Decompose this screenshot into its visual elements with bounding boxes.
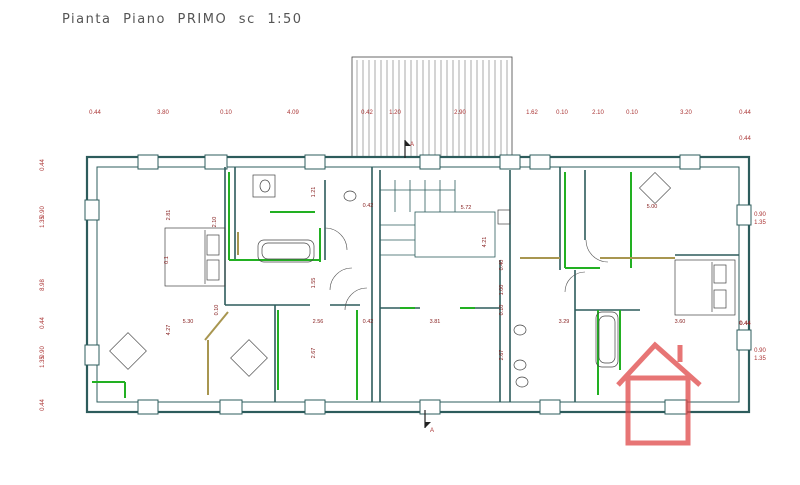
interior-dimension: 4.27: [166, 325, 172, 336]
dimension-labels: 0.44 3.80 0.10 4.09 0.42 1.20 2.90 1.62 0.10 2.10…: [40, 110, 766, 411]
plan-title: Pianta Piano PRIMO sc 1:50: [62, 12, 303, 27]
right-dimension: 0.44: [739, 321, 751, 327]
left-dimension: 8.98: [40, 279, 46, 291]
window-openings: [84, 154, 752, 415]
interior-dimension: 2.67: [499, 350, 505, 361]
armchairs: [109, 171, 672, 377]
svg-text:A: A: [410, 142, 414, 148]
svg-text:A: A: [430, 428, 434, 434]
terrace-hatch: [351, 56, 513, 158]
top-dimension: 2.10: [592, 110, 604, 116]
bathroom-fixtures: [252, 174, 619, 388]
interior-dimension: 0.1: [164, 256, 170, 264]
interior-dimension: 0.44: [740, 321, 751, 327]
interior-dimension: 5.72: [461, 205, 472, 211]
right-dimension: 1.35: [754, 220, 766, 226]
right-dimension: 0.44: [739, 136, 751, 142]
interior-dimension: 2.67: [311, 348, 317, 359]
interior-dimension: 1.00: [499, 285, 505, 296]
interior-dimension: 0.40: [499, 260, 505, 271]
outer-walls: [85, 155, 751, 414]
bed-left: [164, 227, 226, 287]
left-dimension: 0.90: [40, 206, 46, 218]
olive-partitions: [204, 232, 675, 395]
interior-dimension: 2.56: [313, 319, 324, 325]
section-markers: A A: [404, 140, 434, 434]
interior-dimension: 3.60: [675, 319, 686, 325]
top-dimension: 2.90: [454, 110, 466, 116]
interior-dimension: 0.42: [363, 203, 374, 209]
interior-dimension: 0.42: [363, 319, 374, 325]
interior-dimension: 2.81: [166, 210, 172, 221]
right-dimension: 0.90: [754, 348, 766, 354]
top-dimension: 0.44: [739, 110, 751, 116]
top-dimension: 0.10: [220, 110, 232, 116]
interior-dimension: 2.10: [212, 217, 218, 228]
left-dimension: 0.90: [40, 346, 46, 358]
top-dimension: 0.10: [556, 110, 568, 116]
staircase: [380, 180, 496, 258]
top-dimension: 0.42: [361, 110, 373, 116]
left-dimension: 0.44: [40, 399, 46, 411]
right-dimension: 0.90: [754, 212, 766, 218]
interior-dimension: 5.00: [647, 204, 658, 210]
bed-right: [674, 259, 736, 316]
top-dimension: 0.10: [626, 110, 638, 116]
top-dimension: 3.80: [157, 110, 169, 116]
interior-dimension: 4.21: [482, 237, 488, 248]
left-dimension: 1.35: [40, 216, 46, 228]
interior-dimension: 5.30: [183, 319, 194, 325]
door-swings: [324, 227, 609, 311]
right-dimension: 1.35: [754, 356, 766, 362]
interior-dimension: 3.81: [430, 319, 441, 325]
left-dimension: 1.35: [40, 356, 46, 368]
left-dimension: 0.44: [40, 159, 46, 171]
top-dimension: 4.09: [287, 110, 299, 116]
interior-dimension: 1.21: [311, 187, 317, 198]
top-dimension: 3.20: [680, 110, 692, 116]
top-dimension: 1.62: [526, 110, 538, 116]
interior-dimension: 3.29: [559, 319, 570, 325]
green-partitions: [92, 172, 632, 400]
agency-logo: [616, 341, 702, 446]
interior-dimension: 1.55: [311, 278, 317, 289]
interior-dimension: 0.10: [499, 305, 505, 316]
top-dimension: 1.20: [389, 110, 401, 116]
interior-walls: [224, 167, 739, 402]
left-dimension: 0.44: [40, 317, 46, 329]
top-dimension: 0.44: [89, 110, 101, 116]
interior-dimension: 0.10: [214, 305, 220, 316]
